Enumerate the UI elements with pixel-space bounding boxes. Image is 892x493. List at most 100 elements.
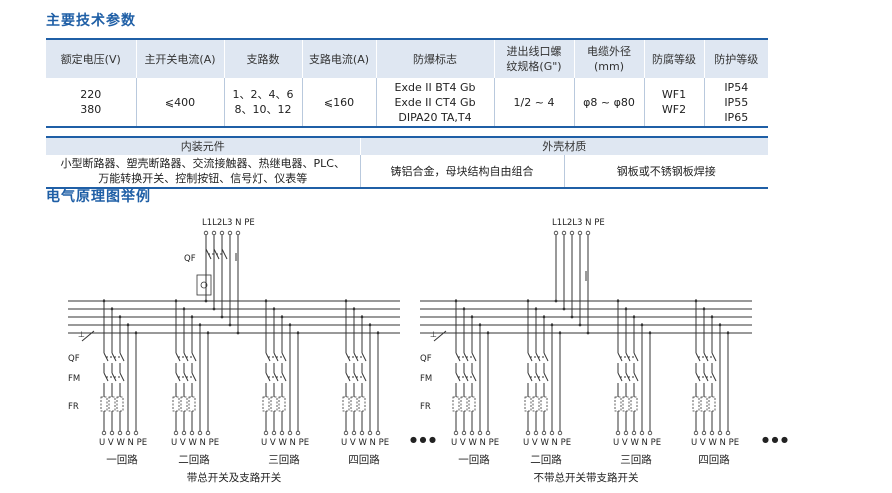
diagram-caption: 不带总开关带支路开关 — [534, 471, 639, 484]
bus-junction — [616, 299, 620, 303]
fr-relay — [350, 396, 358, 412]
terminal — [117, 430, 123, 436]
terminal — [541, 430, 547, 436]
fr-relay — [460, 396, 468, 412]
continuation-dots: ● ● ● — [762, 435, 788, 444]
terminal-labels: U V W N PE — [261, 438, 309, 448]
cell-thread: 1/2 ~ 4 — [494, 78, 575, 127]
parts-value-row: 小型断路器、塑壳断路器、交流接触器、热继电器、PLC、万能转换开关、控制按钮、信… — [46, 155, 768, 188]
bus-junction — [134, 331, 138, 335]
incoming-terminal — [577, 230, 583, 236]
terminal — [205, 430, 211, 436]
bus-junction — [486, 331, 490, 335]
bus-junction — [368, 323, 372, 327]
terminal — [125, 430, 131, 436]
terminal — [615, 430, 621, 436]
incoming-terminal — [553, 230, 559, 236]
bus-junction — [470, 315, 474, 319]
bus-junction — [462, 307, 466, 311]
circuit-label: 一回路 — [458, 453, 490, 466]
fr-relay — [692, 396, 700, 412]
terminal — [557, 430, 563, 436]
terminal — [533, 430, 539, 436]
bus-junction — [204, 299, 208, 303]
bus-junction — [190, 315, 194, 319]
incoming-terminal — [561, 230, 567, 236]
bus-junction — [110, 307, 114, 311]
cell-shell-steel: 钢板或不锈钢板焊接 — [616, 164, 716, 178]
bus-junction — [126, 323, 130, 327]
bus-junction — [558, 331, 562, 335]
spec-header-row: 额定电压(V) 主开关电流(A) 支路数 支路电流(A) 防爆标志 进出线口螺纹… — [46, 39, 768, 78]
fr-relay — [622, 396, 630, 412]
header-main-current: 主开关电流(A) — [136, 39, 225, 78]
fr-relay — [452, 396, 460, 412]
fr-relay — [100, 396, 108, 412]
bus-junction — [640, 323, 644, 327]
bus-junction — [344, 299, 348, 303]
incoming-terminal — [569, 230, 575, 236]
bus-junction — [624, 307, 628, 311]
bus-junction — [272, 307, 276, 311]
main-qf-contact — [221, 248, 228, 260]
fr-relay — [614, 396, 622, 412]
spec-table: 额定电压(V) 主开关电流(A) 支路数 支路电流(A) 防爆标志 进出线口螺纹… — [46, 38, 768, 128]
terminal — [173, 430, 179, 436]
terminal — [709, 430, 715, 436]
terminal — [109, 430, 115, 436]
bus-junction — [632, 315, 636, 319]
terminal — [725, 430, 731, 436]
terminal-labels: U V W N PE — [613, 438, 661, 448]
bus-junction — [542, 315, 546, 319]
bus-junction — [550, 323, 554, 327]
bus-junction — [702, 307, 706, 311]
qf-contact — [633, 352, 639, 362]
fr-relay — [468, 396, 476, 412]
fr-relay — [172, 396, 180, 412]
terminal — [631, 430, 637, 436]
terminal — [469, 430, 475, 436]
terminal — [525, 430, 531, 436]
main-relay-coil — [200, 281, 208, 289]
circuit-label: 四回路 — [698, 453, 730, 466]
terminal — [693, 430, 699, 436]
fr-relay — [532, 396, 540, 412]
label-main-qf: QF — [184, 254, 196, 264]
incoming-terminal — [211, 230, 217, 236]
header-cable: 电缆外径(mm) — [574, 39, 645, 78]
fr-relay — [116, 396, 124, 412]
terminal — [263, 430, 269, 436]
fr-relay — [262, 396, 270, 412]
parts-header-row: 内装元件 外壳材质 — [46, 137, 768, 155]
bus-junction — [174, 299, 178, 303]
incoming-label: L1L2L3 N PE — [552, 218, 605, 228]
header-ex-mark: 防爆标志 — [376, 39, 495, 78]
cell-components: 小型断路器、塑壳断路器、交流接触器、热继电器、PLC、万能转换开关、控制按钮、信… — [46, 155, 361, 188]
terminal-labels: U V W N PE — [691, 438, 739, 448]
terminal — [133, 430, 139, 436]
circuit-label: 二回路 — [530, 453, 562, 466]
bus-junction — [236, 331, 240, 335]
qf-contact — [119, 352, 125, 362]
terminal — [181, 430, 187, 436]
terminal — [485, 430, 491, 436]
bus-junction — [586, 331, 590, 335]
heading-main-specs: 主要技术参数 — [46, 13, 136, 29]
terminal — [359, 430, 365, 436]
circuit-label: 四回路 — [348, 453, 380, 466]
bus-junction — [454, 299, 458, 303]
header-protection: 防护等级 — [714, 52, 759, 66]
terminal — [287, 430, 293, 436]
fr-relay — [108, 396, 116, 412]
bus-junction — [718, 323, 722, 327]
bus-junction — [280, 315, 284, 319]
diagram-caption: 带总开关及支路开关 — [187, 471, 282, 484]
terminal-labels: U V W N PE — [451, 438, 499, 448]
terminal-labels: U V W N PE — [523, 438, 571, 448]
bus-junction — [554, 299, 558, 303]
fm-contact — [633, 372, 639, 382]
terminal — [351, 430, 357, 436]
